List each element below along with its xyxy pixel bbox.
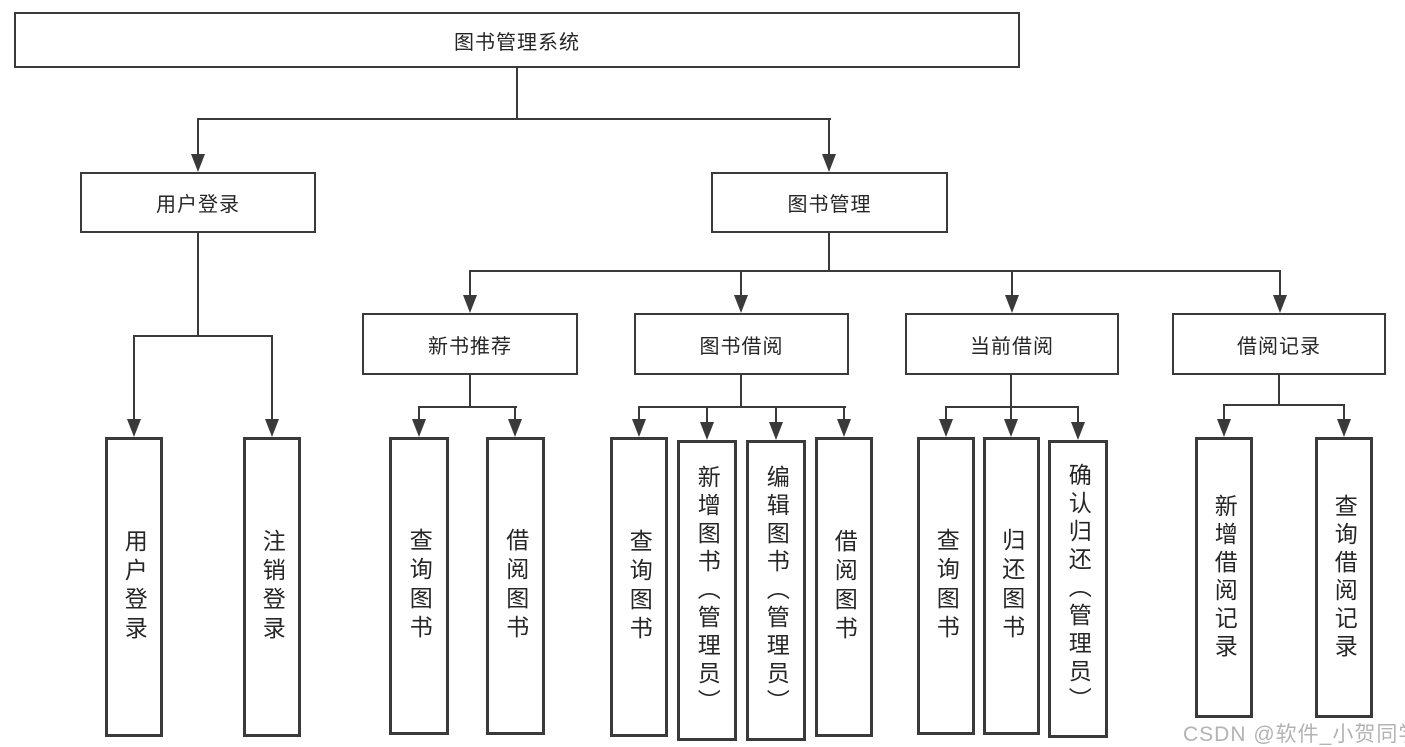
connector-line xyxy=(469,375,471,407)
connector-line xyxy=(1077,408,1079,423)
node-label: 注销登录 xyxy=(259,529,286,645)
connector-line xyxy=(516,68,518,119)
node-label: 查询借阅记录 xyxy=(1331,493,1358,662)
leaf-add-borrow-record: 新增借阅记录 xyxy=(1195,437,1253,718)
arrowhead-down-icon xyxy=(632,419,646,437)
node-book-borrow: 图书借阅 xyxy=(634,313,849,375)
connector-line xyxy=(197,118,831,120)
node-label: 用户登录 xyxy=(156,194,240,216)
arrowhead-down-icon xyxy=(463,295,477,313)
leaf-query-books-current: 查询图书 xyxy=(917,437,975,735)
connector-line xyxy=(197,233,199,337)
leaf-edit-book-admin: 编辑图书（管理员） xyxy=(746,440,806,741)
node-user-login: 用户登录 xyxy=(80,172,316,233)
arrowhead-down-icon xyxy=(1337,419,1351,437)
connector-line xyxy=(1010,408,1012,420)
arrowhead-down-icon xyxy=(939,419,953,437)
connector-line xyxy=(418,406,517,408)
csdn-watermark: CSDN @软件_小贺同学 xyxy=(1183,723,1405,746)
node-label: 图书管理 xyxy=(787,194,872,216)
node-label: 查询图书 xyxy=(406,528,433,644)
node-label: 借阅记录 xyxy=(1237,335,1321,358)
arrowhead-down-icon xyxy=(734,295,748,313)
leaf-borrow-books-recommend: 借阅图书 xyxy=(486,437,545,735)
connector-line xyxy=(828,120,830,156)
node-label: 当前借阅 xyxy=(970,335,1054,358)
leaf-logout: 注销登录 xyxy=(243,437,301,737)
leaf-borrow-books: 借阅图书 xyxy=(815,437,873,737)
connector-line xyxy=(418,408,420,420)
connector-line xyxy=(1010,375,1012,407)
leaf-user-login: 用户登录 xyxy=(105,437,163,737)
node-label: 图书借阅 xyxy=(699,335,784,358)
connector-line xyxy=(133,337,135,419)
arrowhead-down-icon xyxy=(1005,295,1019,313)
connector-line xyxy=(945,406,1079,408)
leaf-query-borrow-record: 查询借阅记录 xyxy=(1315,437,1373,718)
connector-line xyxy=(469,270,1281,272)
arrowhead-down-icon xyxy=(1071,422,1085,440)
arrowhead-down-icon xyxy=(1273,295,1287,313)
arrowhead-down-icon xyxy=(412,419,426,437)
connector-line xyxy=(133,335,273,337)
arrowhead-down-icon xyxy=(265,419,279,437)
node-label: 编辑图书（管理员） xyxy=(763,464,790,717)
node-label: 查询图书 xyxy=(626,529,653,645)
connector-line xyxy=(1011,272,1013,296)
arrowhead-down-icon xyxy=(1004,419,1018,437)
leaf-query-books-recommend: 查询图书 xyxy=(389,437,449,735)
connector-line xyxy=(740,272,742,296)
arrowhead-down-icon xyxy=(822,154,836,172)
node-label: 新增借阅记录 xyxy=(1211,493,1238,662)
connector-line xyxy=(271,337,273,419)
leaf-query-books-borrow: 查询图书 xyxy=(610,437,668,737)
node-label: 查询图书 xyxy=(933,528,960,644)
connector-line xyxy=(945,408,947,420)
node-label: 新增图书（管理员） xyxy=(694,464,721,717)
node-label: 新书推荐 xyxy=(428,335,512,358)
arrowhead-down-icon xyxy=(508,419,522,437)
arrowhead-down-icon xyxy=(700,422,714,440)
leaf-confirm-return-admin: 确认归还（管理员） xyxy=(1048,440,1108,738)
node-label: 确认归还（管理员） xyxy=(1065,463,1092,715)
connector-line xyxy=(740,375,742,407)
arrowhead-down-icon xyxy=(769,422,783,440)
connector-line xyxy=(1279,272,1281,296)
leaf-add-book-admin: 新增图书（管理员） xyxy=(677,440,737,741)
connector-line xyxy=(775,408,777,423)
node-label: 图书管理系统 xyxy=(454,31,580,54)
connector-line xyxy=(514,408,516,420)
connector-line xyxy=(1343,406,1345,419)
connector-line xyxy=(638,408,640,420)
node-label: 借阅图书 xyxy=(831,529,858,645)
connector-line xyxy=(828,233,830,271)
arrowhead-down-icon xyxy=(127,419,141,437)
arrowhead-down-icon xyxy=(191,154,205,172)
connector-line xyxy=(1278,375,1280,405)
arrowhead-down-icon xyxy=(837,419,851,437)
node-new-book-recommend: 新书推荐 xyxy=(362,313,578,375)
connector-line xyxy=(1223,406,1225,419)
node-label: 归还图书 xyxy=(998,528,1025,644)
node-system-root: 图书管理系统 xyxy=(14,12,1020,68)
connector-line xyxy=(197,120,199,156)
node-label: 借阅图书 xyxy=(502,528,529,644)
node-book-management: 图书管理 xyxy=(711,172,948,233)
connector-line xyxy=(469,272,471,296)
connector-line xyxy=(638,406,846,408)
connector-line xyxy=(706,408,708,423)
connector-line xyxy=(1223,404,1345,406)
node-current-borrow: 当前借阅 xyxy=(905,313,1119,375)
node-borrow-records: 借阅记录 xyxy=(1172,313,1386,375)
leaf-return-book: 归还图书 xyxy=(983,437,1040,735)
node-label: 用户登录 xyxy=(121,529,148,645)
connector-line xyxy=(843,408,845,420)
arrowhead-down-icon xyxy=(1217,419,1231,437)
